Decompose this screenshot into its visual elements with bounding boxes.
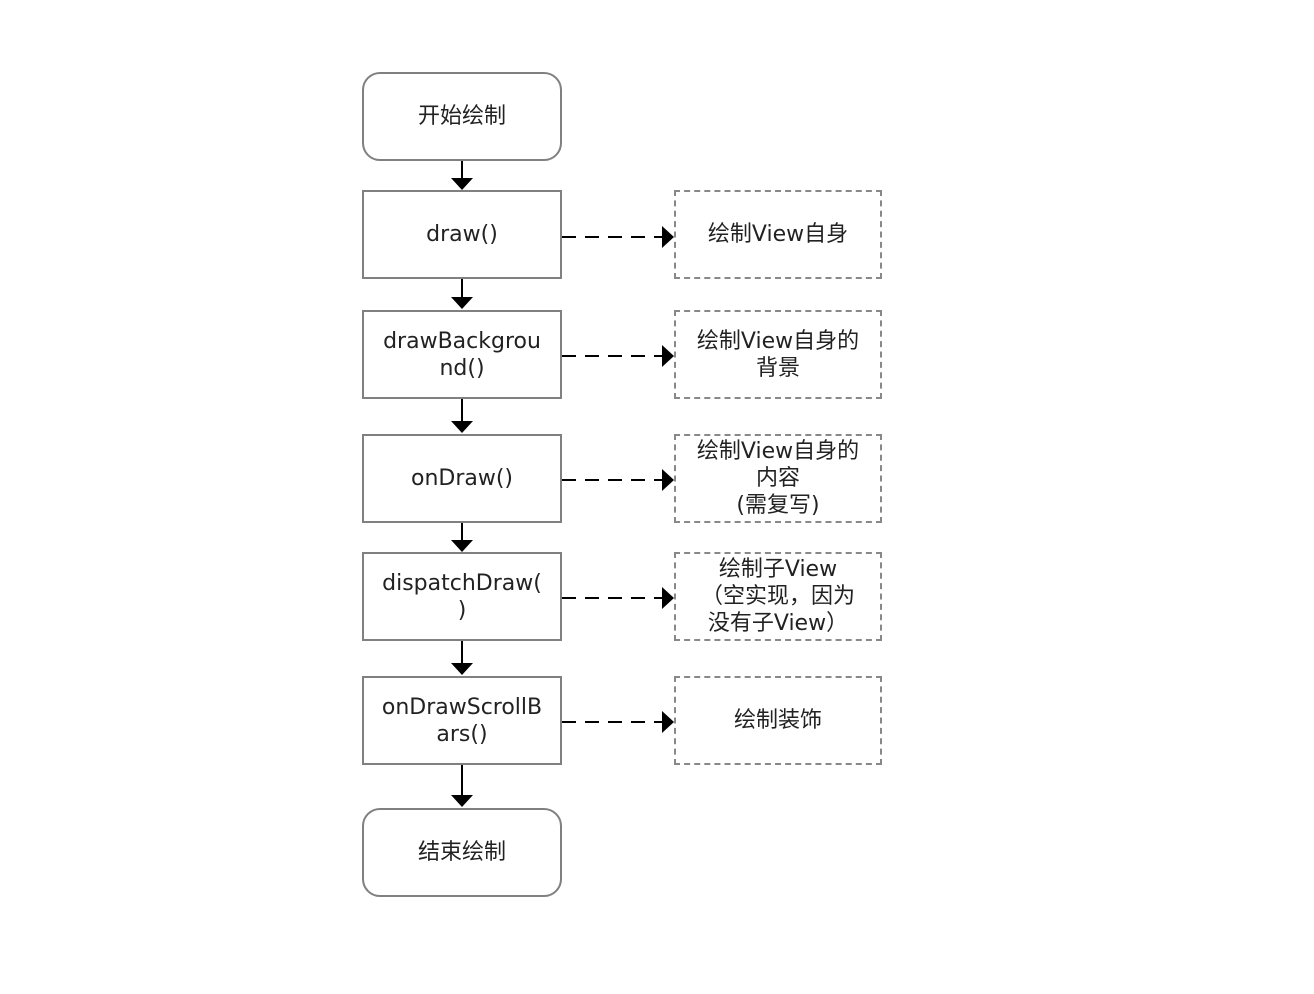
flow-arrow-draw-drawbackground — [451, 278, 473, 309]
note-draw: 绘制View自身 — [674, 190, 882, 279]
flow-arrow-ondrawscrollbars-end — [451, 764, 473, 807]
draw-label: draw() — [426, 222, 498, 247]
note-arrow-ondrawscrollbars — [562, 711, 674, 733]
note-arrow-drawbackground — [562, 345, 674, 367]
flow-arrow-dispatchdraw-ondrawscrollbars — [451, 640, 473, 675]
note-draw-label: 绘制View自身 — [707, 222, 849, 247]
note-ondraw: 绘制View自身的 内容 (需复写) — [674, 434, 882, 523]
dispatchdraw-label: dispatchDraw( ) — [382, 570, 542, 623]
note-arrow-ondraw — [562, 469, 674, 491]
ondraw-node: onDraw() — [362, 434, 562, 523]
drawbackground-label: drawBackgrou nd() — [383, 328, 541, 381]
end-node: 结束绘制 — [362, 808, 562, 897]
note-ondrawscrollbars-label: 绘制装饰 — [733, 708, 822, 733]
note-dispatchdraw-label: 绘制子View （空实现，因为 没有子View） — [700, 557, 855, 636]
note-arrow-draw — [562, 226, 674, 248]
flow-arrow-ondraw-dispatchdraw — [451, 522, 473, 552]
dispatchdraw-node: dispatchDraw( ) — [362, 552, 562, 641]
start-node: 开始绘制 — [362, 72, 562, 161]
end-label: 结束绘制 — [417, 840, 506, 865]
note-drawbackground-label: 绘制View自身的 背景 — [696, 328, 860, 381]
note-ondraw-label: 绘制View自身的 内容 (需复写) — [696, 439, 860, 518]
flow-arrow-start-draw — [451, 160, 473, 190]
flow-arrow-drawbackground-ondraw — [451, 398, 473, 433]
note-drawbackground: 绘制View自身的 背景 — [674, 310, 882, 399]
start-label: 开始绘制 — [417, 104, 506, 129]
ondraw-label: onDraw() — [410, 466, 514, 491]
ondrawscrollbars-label: onDrawScrollB ars() — [381, 694, 543, 747]
drawbackground-node: drawBackgrou nd() — [362, 310, 562, 399]
ondrawscrollbars-node: onDrawScrollB ars() — [362, 676, 562, 765]
note-arrow-dispatchdraw — [562, 587, 674, 609]
draw-node: draw() — [362, 190, 562, 279]
note-ondrawscrollbars: 绘制装饰 — [674, 676, 882, 765]
note-dispatchdraw: 绘制子View （空实现，因为 没有子View） — [674, 552, 882, 641]
